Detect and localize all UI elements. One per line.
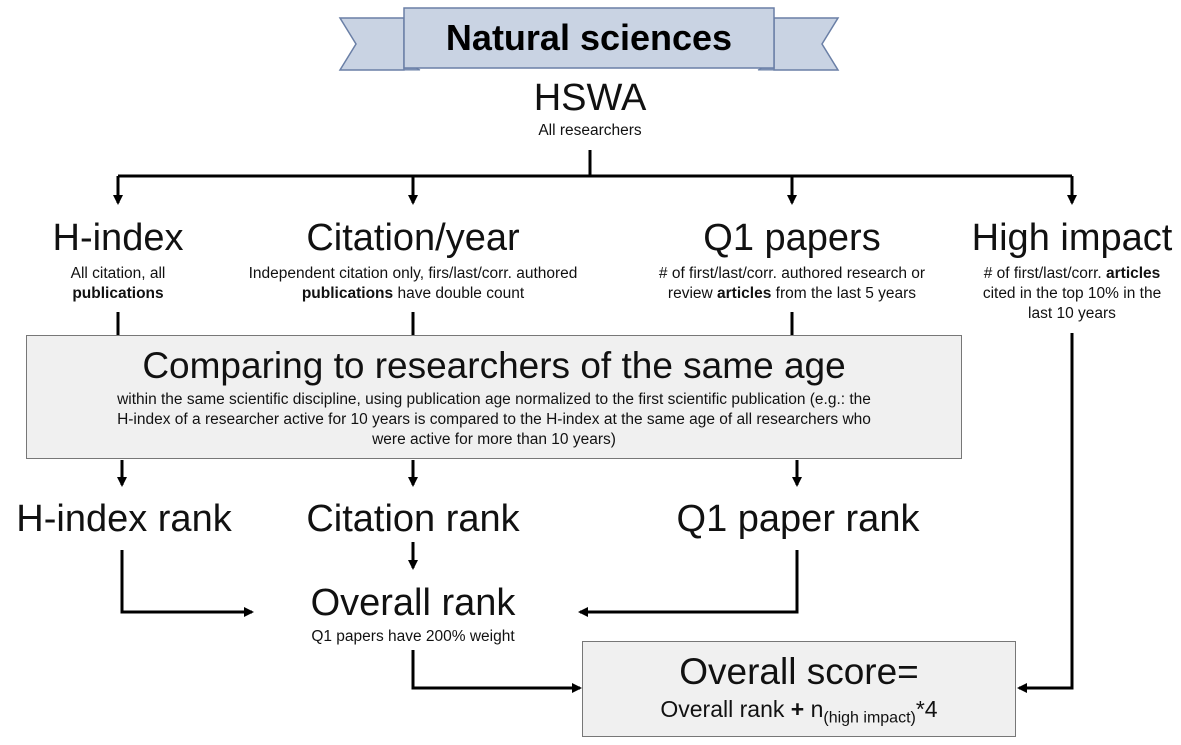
citation-desc-line2: have double count — [393, 285, 525, 302]
hindex-title: H-index — [52, 217, 184, 259]
citation-title: Citation/year — [306, 217, 520, 259]
banner-ribbon — [338, 7, 840, 71]
comparison-line3: were active for more than 10 years) — [372, 431, 616, 448]
overall-rank-title: Overall rank — [310, 582, 516, 624]
overall-score-box: Overall score= Overall rank + n(high imp… — [582, 641, 1016, 737]
formula-post: *4 — [915, 696, 938, 722]
overall-rank-note: Q1 papers have 200% weight — [311, 628, 515, 645]
formula-n: n — [804, 696, 824, 722]
root-subtitle: All researchers — [538, 122, 642, 139]
root-title: HSWA — [533, 77, 647, 119]
high-impact-desc-line2: cited in the top 10% in the — [982, 285, 1162, 302]
high-impact-title: High impact — [971, 217, 1173, 259]
hindex-desc-line1: All citation, all — [70, 265, 166, 282]
citation-rank: Citation rank — [306, 498, 520, 540]
citation-desc-bold: publications — [301, 285, 394, 302]
hindex-desc: All citation, all publications — [18, 264, 218, 304]
high-impact-desc-pre: # of first/last/corr. — [983, 265, 1106, 282]
q1-paper-rank: Q1 paper rank — [676, 498, 920, 540]
q1-desc: # of first/last/corr. authored research … — [607, 264, 977, 304]
q1-desc-pre: review — [667, 285, 718, 302]
q1-desc-post: from the last 5 years — [771, 285, 917, 302]
formula-sub: (high impact) — [823, 709, 916, 727]
citation-desc: Independent citation only, firs/last/cor… — [183, 264, 643, 304]
q1-title: Q1 papers — [703, 217, 881, 259]
overall-score-title: Overall score= — [679, 651, 919, 692]
hindex-desc-bold: publications — [72, 285, 164, 302]
q1-desc-bold: articles — [717, 285, 772, 302]
hindex-rank: H-index rank — [16, 498, 232, 540]
citation-desc-line1: Independent citation only, firs/last/cor… — [248, 265, 578, 282]
comparison-title: Comparing to researchers of the same age — [142, 345, 846, 386]
comparison-line1: within the same scientific discipline, u… — [117, 391, 871, 408]
comparison-box: Comparing to researchers of the same age… — [26, 335, 962, 459]
high-impact-desc-bold: articles — [1106, 265, 1161, 282]
formula-pre: Overall rank — [660, 696, 791, 722]
high-impact-desc: # of first/last/corr. articles cited in … — [962, 264, 1181, 324]
comparison-line2: H-index of a researcher active for 10 ye… — [117, 411, 871, 428]
banner-title: Natural sciences — [445, 17, 733, 58]
overall-score-formula: Overall rank + n(high impact)*4 — [583, 694, 1015, 734]
q1-desc-line1: # of first/last/corr. authored research … — [658, 265, 926, 282]
high-impact-desc-line3: last 10 years — [1028, 305, 1116, 322]
formula-plus: + — [790, 696, 805, 722]
